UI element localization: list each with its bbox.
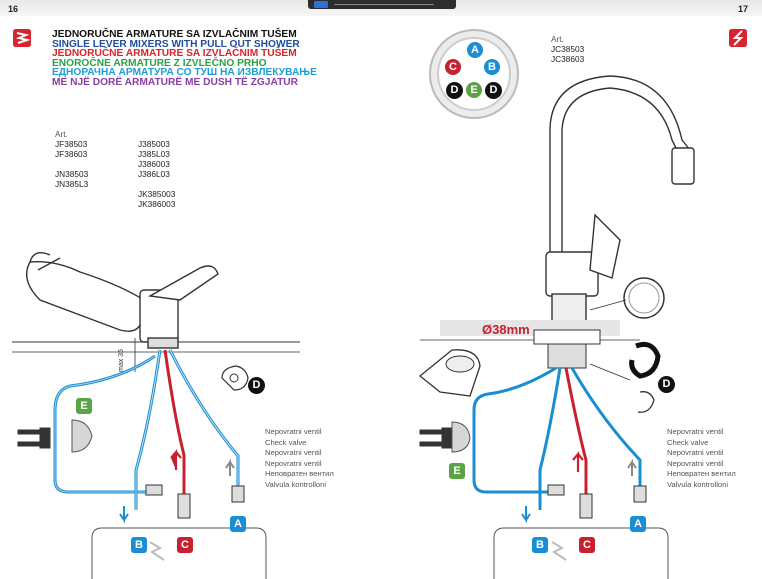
title-line-sq: ME NJË DORË ARMATURË ME DUSH TË ZGJATUR <box>52 76 299 88</box>
legend-badge-c: C <box>445 59 461 75</box>
note-line: Nepovratni ventil <box>265 427 322 436</box>
wall-anchor-left <box>17 427 51 449</box>
title-line-mk: ЕДНОРАЧНА АРМАТУРА СО ТУШ НА ИЗВЛЕКУВАЊЕ <box>52 67 317 79</box>
title-line-bs: JEDNORUČNE ARMATURE SA IZVLAČNIM TUŠEM <box>52 29 297 40</box>
wall-anchor-right <box>419 427 453 449</box>
page-number-left: 16 <box>8 4 19 14</box>
legend-badge-b: B <box>484 59 500 75</box>
art-label: Art. <box>55 129 68 139</box>
title-line-hr: JEDNORUČNE ARMATURE SA IZVLAČNIM TUŠEM <box>52 48 297 60</box>
title-line-sl: ENOROČNE ARMATURE Z IZVLEČNO PRHO <box>52 57 267 69</box>
heater-badge-b-right: B <box>532 537 548 553</box>
note-line: Valvula kontrolloni <box>265 479 327 489</box>
article-code: JF38503 <box>55 139 88 149</box>
article-code: JN385L3 <box>55 179 89 189</box>
article-list-left-col2: J385003 J385L03 J386003 J386L03 JK385003… <box>138 139 175 209</box>
tab-icon[interactable] <box>314 1 328 8</box>
valve-badge-a-right: A <box>630 516 646 532</box>
clip-badge-d-left: D <box>248 377 265 394</box>
article-code: J386L03 <box>138 169 170 179</box>
multilingual-title: JEDNORUČNE ARMATURE SA IZVLAČNIM TUŠEM S… <box>52 30 317 88</box>
heater-badge-c-left: C <box>177 537 193 553</box>
note-line: Check valve <box>667 437 709 447</box>
viewer-tab-strip[interactable] <box>308 0 456 9</box>
article-code: JN38503 <box>55 169 89 179</box>
article-code: JF38603 <box>55 149 88 159</box>
check-valve-note-left: Nepovratni ventil Check valve Nepovratni… <box>265 427 334 490</box>
note-line: Nepovratni ventil <box>667 458 724 468</box>
heater-badge-c-right: C <box>579 537 595 553</box>
legend-badge-d-left: D <box>446 82 463 99</box>
note-line: Nepovratni ventil <box>265 448 322 457</box>
legend-badge-e: E <box>466 82 482 98</box>
art-label: Art. <box>551 34 564 44</box>
article-list-right: Art. JC38503 JC38603 <box>551 34 584 64</box>
tab-label-bar <box>334 4 434 5</box>
legend-badge-a: A <box>467 42 483 58</box>
angle-valve-left <box>145 484 245 519</box>
article-code: JK385003 <box>138 189 176 199</box>
article-list-left: Art. JF38503 JF38603 JN38503 JN385L3 <box>55 129 88 189</box>
clip-badge-d-right: D <box>658 376 675 393</box>
hose-badge-e-right: E <box>449 463 465 479</box>
article-code: JC38603 <box>551 54 585 64</box>
note-line: Неповратен вентил <box>667 469 736 478</box>
brand-logo-left-icon <box>13 29 31 47</box>
heater-badge-b-left: B <box>131 537 147 553</box>
title-line-en: SINGLE LEVER MIXERS WITH PULL OUT SHOWER <box>52 38 300 50</box>
brand-logo-right-icon <box>729 29 747 47</box>
article-code: J385L03 <box>138 149 170 159</box>
angle-valve-right <box>547 484 647 519</box>
article-code: JK386003 <box>138 199 176 209</box>
page-number-right: 17 <box>738 4 749 14</box>
hole-diameter-label: Ø38mm <box>482 322 530 337</box>
hose-badge-e-left: E <box>76 398 92 414</box>
note-line: Valvula kontrolloni <box>667 479 729 489</box>
note-line: Неповратен вентил <box>265 469 334 478</box>
note-line: Check valve <box>265 437 307 447</box>
valve-badge-a-left: A <box>230 516 246 532</box>
check-valve-note-right: Nepovratni ventil Check valve Nepovratni… <box>667 427 736 490</box>
legend-badge-d-right: D <box>485 82 502 99</box>
gooseneck-faucet-right <box>545 75 695 325</box>
article-code: J385003 <box>138 139 170 149</box>
article-code: J386003 <box>138 159 170 169</box>
note-line: Nepovratni ventil <box>667 448 724 457</box>
article-code: JC38503 <box>551 44 585 54</box>
note-line: Nepovratni ventil <box>667 427 724 436</box>
note-line: Nepovratni ventil <box>265 458 322 468</box>
max-height-label: max 35 <box>118 349 125 372</box>
pull-out-faucet-left <box>26 252 219 349</box>
